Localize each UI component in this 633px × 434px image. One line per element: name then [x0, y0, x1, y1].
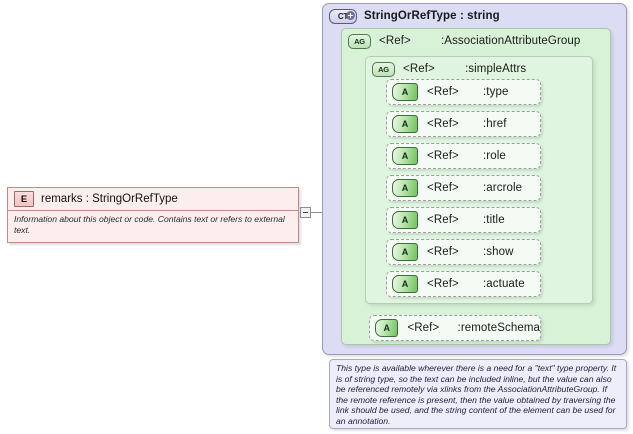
attribute-node-remote-schema[interactable]: A <Ref> : remoteSchema — [369, 315, 541, 341]
attribute-ref: <Ref> — [427, 86, 459, 98]
element-icon: E — [14, 191, 34, 207]
attribute-node-type[interactable]: A <Ref> : type — [386, 79, 541, 105]
attribute-icon: A — [375, 319, 399, 337]
plus-icon[interactable] — [346, 10, 355, 20]
attribute-separator: : — [483, 150, 487, 162]
element-node-title: remarks : StringOrRefType — [41, 193, 178, 205]
attribute-group-ref: <Ref> — [379, 35, 411, 47]
attribute-group-name: simpleAttrs — [468, 63, 527, 75]
attribute-name: title — [486, 214, 505, 226]
attribute-group-icon: AG — [348, 33, 371, 49]
attribute-name: remoteSchema — [460, 322, 540, 334]
attribute-icon: A — [392, 83, 418, 101]
attribute-name: show — [486, 246, 514, 258]
attribute-node-title[interactable]: A <Ref> : title — [386, 207, 541, 233]
attribute-ref: <Ref> — [427, 150, 459, 162]
attribute-separator: : — [483, 278, 487, 290]
attribute-icon: A — [392, 275, 418, 293]
attribute-group-ref: <Ref> — [403, 63, 435, 75]
attribute-name: href — [486, 118, 507, 130]
attribute-icon: A — [392, 211, 418, 229]
element-node-remarks[interactable]: E remarks : StringOrRefType Information … — [7, 187, 299, 243]
attribute-icon: A — [392, 179, 418, 197]
attribute-ref: <Ref> — [407, 322, 440, 334]
attribute-node-actuate[interactable]: A <Ref> : actuate — [386, 271, 541, 297]
attribute-group-name: AssociationAttributeGroup — [444, 35, 581, 47]
annotation-box: This type is available wherever there is… — [329, 359, 627, 429]
attribute-ref: <Ref> — [427, 214, 459, 226]
complex-type-title: StringOrRefType : string — [364, 10, 500, 22]
attribute-ref: <Ref> — [427, 118, 459, 130]
toggle-connector — [311, 212, 323, 213]
attribute-node-role[interactable]: A <Ref> : role — [386, 143, 541, 169]
attribute-separator: : — [457, 322, 461, 334]
element-documentation: Information about this object or code. C… — [14, 214, 285, 235]
complex-type-icon-label: CT — [337, 11, 349, 21]
attribute-group-header: AG <Ref> : simpleAttrs — [372, 60, 526, 78]
attribute-group-header: AG <Ref> : AssociationAttributeGroup — [348, 32, 580, 50]
attribute-separator: : — [483, 118, 487, 130]
attribute-separator: : — [483, 86, 487, 98]
attribute-group-separator: : — [441, 35, 445, 47]
attribute-ref: <Ref> — [427, 182, 459, 194]
attribute-icon: A — [392, 147, 418, 165]
collapse-toggle-icon[interactable] — [300, 207, 311, 218]
attribute-name: arcrole — [486, 182, 523, 194]
attribute-node-href[interactable]: A <Ref> : href — [386, 111, 541, 137]
element-node-header: E remarks : StringOrRefType — [8, 188, 298, 211]
complex-type-header: CT StringOrRefType : string — [323, 6, 500, 26]
attribute-node-arcrole[interactable]: A <Ref> : arcrole — [386, 175, 541, 201]
complex-type-icon[interactable]: CT — [329, 8, 357, 24]
attribute-group-separator: : — [465, 63, 469, 75]
attribute-separator: : — [483, 214, 487, 226]
attribute-name: role — [486, 150, 506, 162]
attribute-node-show[interactable]: A <Ref> : show — [386, 239, 541, 265]
attribute-icon: A — [392, 243, 418, 261]
attribute-name: type — [486, 86, 509, 98]
attribute-ref: <Ref> — [427, 278, 459, 290]
attribute-icon: A — [392, 115, 418, 133]
attribute-name: actuate — [486, 278, 525, 290]
attribute-separator: : — [483, 182, 487, 194]
attribute-ref: <Ref> — [427, 246, 459, 258]
attribute-separator: : — [483, 246, 487, 258]
attribute-group-icon: AG — [372, 61, 395, 77]
